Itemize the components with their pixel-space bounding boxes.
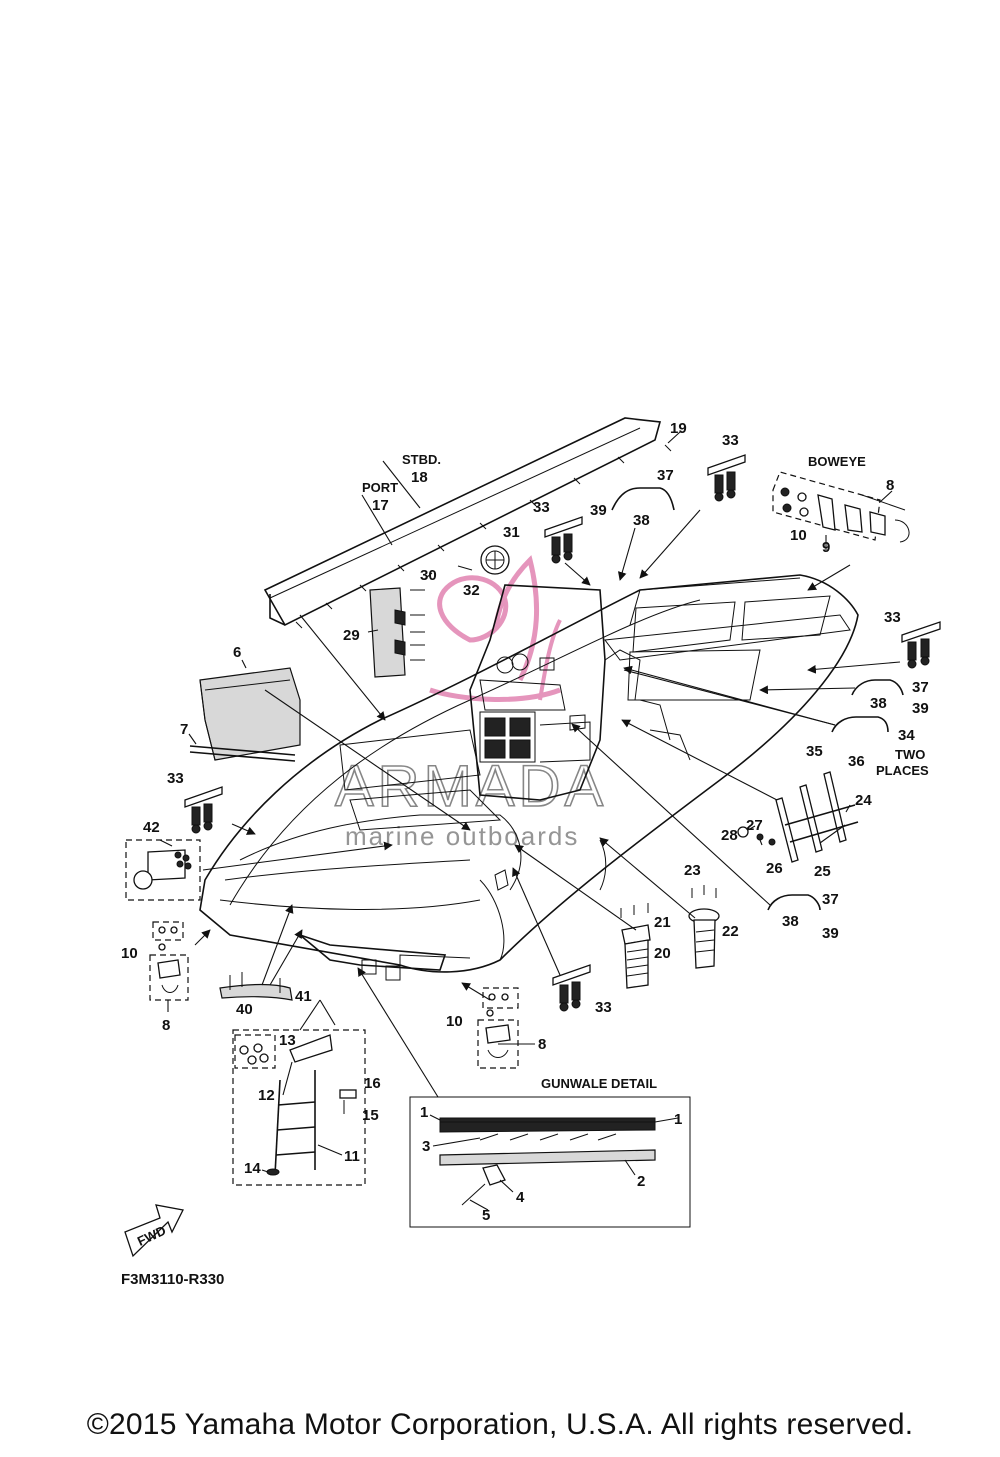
rod-holder-rack <box>737 771 859 863</box>
callout: 18 <box>411 469 428 486</box>
handrails <box>611 487 904 911</box>
lower-eye-left <box>149 921 189 1001</box>
leader-lines <box>159 431 901 1211</box>
callout: 41 <box>295 988 312 1005</box>
callout: 8 <box>886 477 894 494</box>
callout: 32 <box>463 582 480 599</box>
callout: 35 <box>806 743 823 760</box>
callout: 33 <box>595 999 612 1016</box>
callout: 34 <box>898 727 915 744</box>
callout: 42 <box>143 819 160 836</box>
boweye-assembly <box>772 471 910 543</box>
boarding-ladder <box>232 1029 366 1186</box>
callout: 30 <box>420 567 437 584</box>
callout: 16 <box>364 1075 381 1092</box>
callout: 33 <box>884 609 901 626</box>
access-panel <box>369 587 425 678</box>
label-gunwale-detail: GUNWALE DETAIL <box>541 1076 657 1091</box>
callout: 39 <box>912 700 929 717</box>
callout: 10 <box>790 527 807 544</box>
boat-hull <box>199 574 859 981</box>
callout: 13 <box>279 1032 296 1049</box>
callout: 12 <box>258 1087 275 1104</box>
cleat-2 <box>544 516 583 564</box>
callout: 22 <box>722 923 739 940</box>
gunwale-strip <box>263 417 672 629</box>
label-port: PORT <box>362 480 398 495</box>
callout: 4 <box>516 1189 525 1206</box>
callout-numbers: 1 1 2 3 4 5 6 7 8 8 8 9 10 10 10 11 12 1… <box>121 420 929 1224</box>
callout: 8 <box>538 1036 546 1053</box>
callout: 38 <box>870 695 887 712</box>
callout: 1 <box>420 1104 428 1121</box>
callout: 19 <box>670 420 687 437</box>
grab-handle <box>219 972 293 1001</box>
armada-logo <box>429 555 562 702</box>
callout: 20 <box>654 945 671 962</box>
support-rod <box>189 745 296 762</box>
cleat-parts <box>184 454 941 1012</box>
callout: 38 <box>633 512 650 529</box>
callout: 36 <box>848 753 865 770</box>
callout: 29 <box>343 627 360 644</box>
callout: 37 <box>912 679 929 696</box>
flush-rod-holders <box>620 885 720 989</box>
label-two: TWO <box>895 747 925 762</box>
callout: 5 <box>482 1207 490 1224</box>
cleat-1 <box>707 454 746 502</box>
callout: 7 <box>180 721 188 738</box>
callout: 3 <box>422 1138 430 1155</box>
callout: 24 <box>855 792 872 809</box>
label-boweye: BOWEYE <box>808 454 866 469</box>
callout: 37 <box>822 891 839 908</box>
callout: 25 <box>814 863 831 880</box>
diagram-code: F3M3110-R330 <box>121 1271 224 1288</box>
label-stbd: STBD. <box>402 452 441 467</box>
callout: 31 <box>503 524 520 541</box>
cooler <box>199 667 301 761</box>
drain-grate <box>457 545 510 575</box>
lower-eye-middle <box>477 987 519 1069</box>
cleat-4 <box>184 786 223 834</box>
callout: 23 <box>684 862 701 879</box>
callout: 9 <box>822 539 830 556</box>
callout: 11 <box>344 1148 360 1165</box>
callout: 15 <box>362 1107 379 1124</box>
callout: 33 <box>167 770 184 787</box>
gunwale-detail-box <box>409 1096 691 1228</box>
callout: 27 <box>746 817 763 834</box>
callout: 37 <box>657 467 674 484</box>
plate-assembly-42 <box>125 839 201 901</box>
callout: 10 <box>121 945 138 962</box>
callout: 2 <box>637 1173 645 1190</box>
callout: 38 <box>782 913 799 930</box>
cleat-3 <box>901 621 941 669</box>
callout: 39 <box>822 925 839 942</box>
callout: 1 <box>674 1111 682 1128</box>
forward-arrow: FWD <box>124 1204 184 1258</box>
label-places: PLACES <box>876 763 929 778</box>
callout: 6 <box>233 644 241 661</box>
callout: 28 <box>721 827 738 844</box>
callout: 39 <box>590 502 607 519</box>
copyright-notice: ©2015 Yamaha Motor Corporation, U.S.A. A… <box>86 1408 914 1441</box>
callout: 26 <box>766 860 783 877</box>
cleat-5 <box>552 964 591 1012</box>
callout: 33 <box>533 499 550 516</box>
callout: 10 <box>446 1013 463 1030</box>
callout: 21 <box>654 914 671 931</box>
callout: 8 <box>162 1017 170 1034</box>
screw-set <box>295 444 672 629</box>
callout: 14 <box>244 1160 261 1177</box>
callout: 33 <box>722 432 739 449</box>
callout: 17 <box>372 497 389 514</box>
section-labels: STBD. PORT BOWEYE TWO PLACES GUNWALE DET… <box>121 452 929 1288</box>
callout: 40 <box>236 1001 253 1018</box>
